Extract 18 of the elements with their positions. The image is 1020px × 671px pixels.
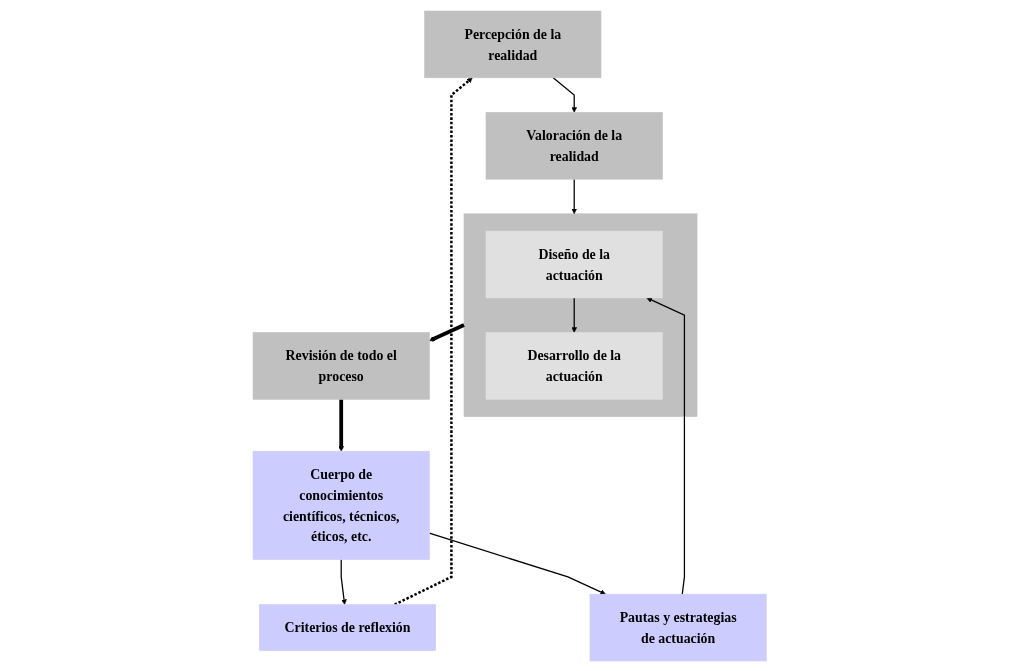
arrow [429,322,466,341]
node-box: Revisión de todo el proceso [253,331,430,400]
node-box: Percepción de la realidad [424,10,602,78]
node-box: Cuerpo de conocimientos científicos, técnicos, éticos, etc. [253,450,430,560]
arrow [340,558,348,605]
arrow [646,296,686,595]
arrow [338,398,345,451]
arrow [571,178,578,214]
arrow [571,296,578,333]
node-box: Diseño de la actuación [486,230,664,298]
arrow [552,76,578,113]
node-box: Valoración de la realidad [486,111,664,179]
cluster [464,213,698,417]
arrow [429,532,607,595]
node-box: Pautas y estrategias de actuación [589,593,767,661]
arrow [394,77,473,606]
node-box: Desarrollo de la actuación [486,331,664,400]
node-box: Criterios de reflexión [259,603,437,651]
